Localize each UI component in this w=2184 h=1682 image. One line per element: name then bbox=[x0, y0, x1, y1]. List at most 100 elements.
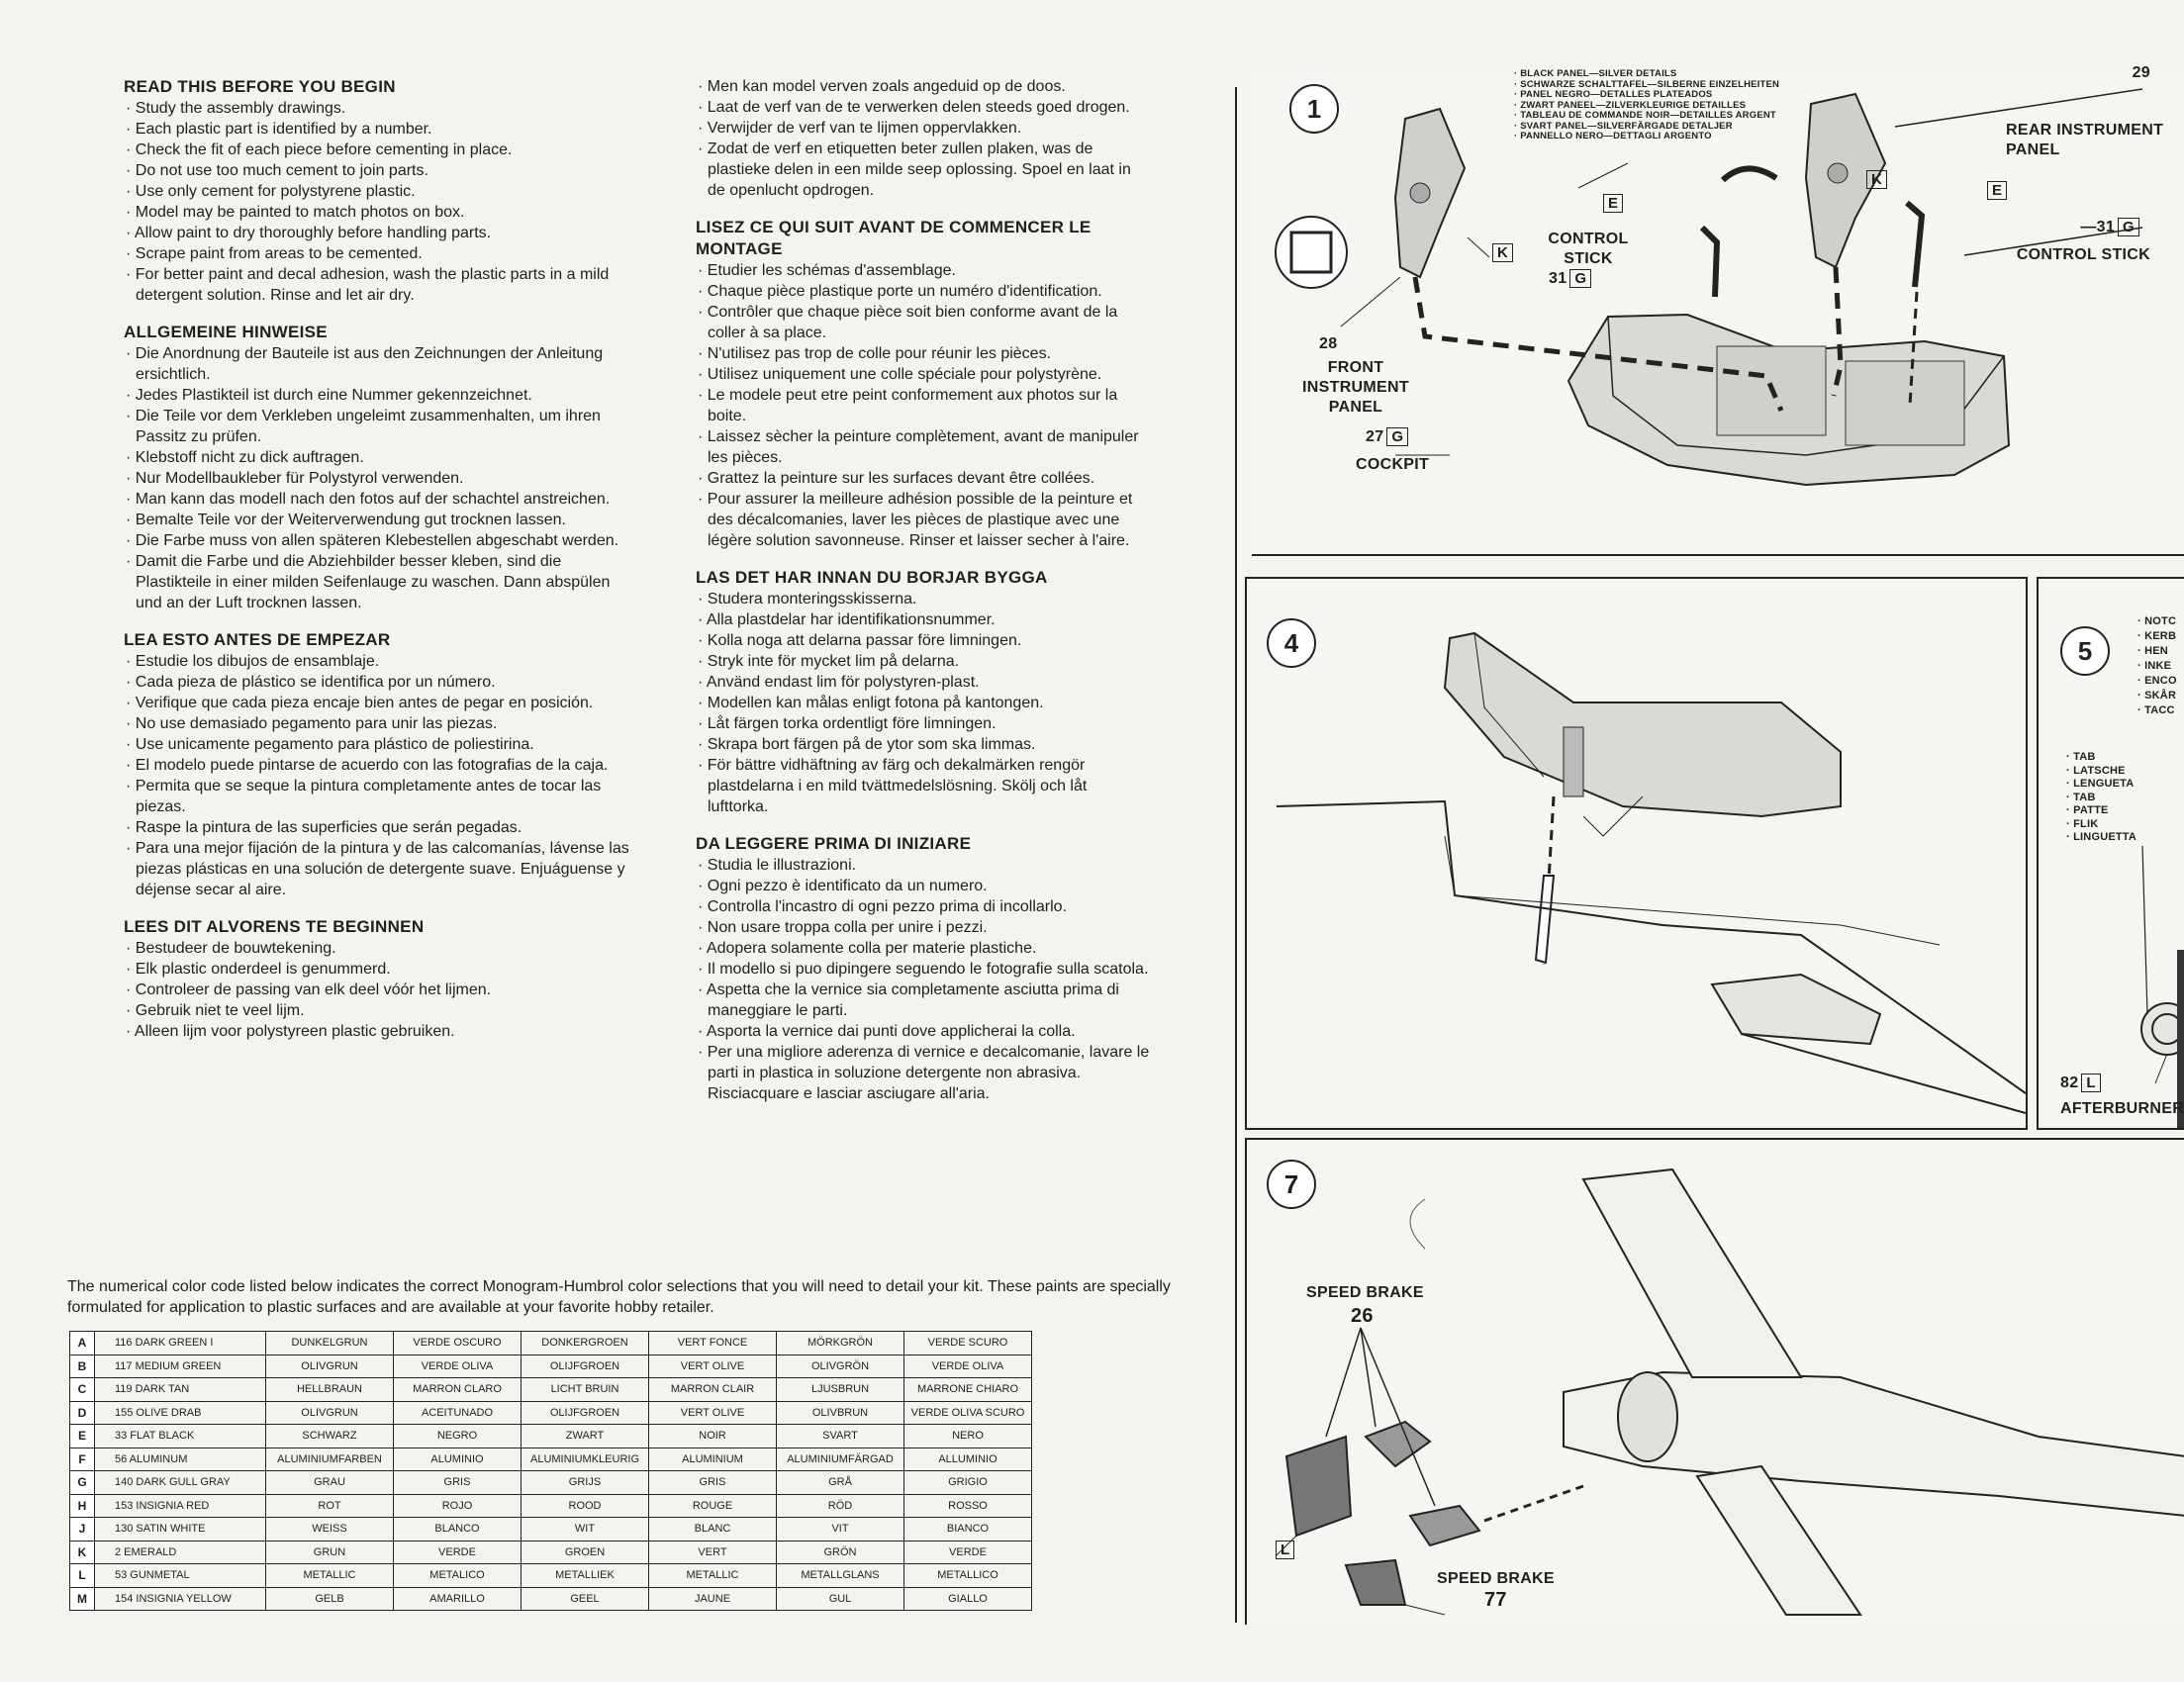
bullet-icon: · bbox=[126, 512, 136, 528]
instruction-text: Check the fit of each piece before cemen… bbox=[135, 141, 513, 158]
instruction-text: Använd endast lim för polystyren-plast. bbox=[706, 674, 980, 691]
bullet-icon: · bbox=[698, 632, 708, 649]
instruction-item: · Aspetta che la vernice sia completamen… bbox=[696, 980, 1151, 1021]
instruction-item: · Cada pieza de plástico se identifica p… bbox=[124, 672, 638, 693]
bullet-icon: · bbox=[698, 428, 708, 445]
table-cell: ALUMINIUMFARBEN bbox=[265, 1447, 394, 1471]
table-cell: ZWART bbox=[521, 1424, 649, 1448]
bullet-icon: · bbox=[698, 715, 708, 732]
table-cell: 53 GUNMETAL bbox=[94, 1563, 266, 1588]
instruction-text: Kolla noga att delarna passar före limni… bbox=[707, 632, 1022, 649]
color-box-E: E bbox=[1987, 181, 2008, 200]
bullet-icon: · bbox=[126, 100, 136, 117]
color-letter: M bbox=[69, 1586, 95, 1611]
instruction-text: Per una migliore aderenza di vernice e d… bbox=[707, 1044, 1150, 1102]
instruction-text: Scrape paint from areas to be cemented. bbox=[135, 245, 423, 262]
bullet-icon: · bbox=[698, 611, 707, 628]
note-line: · BLACK PANEL—SILVER DETAILS bbox=[1514, 68, 1677, 79]
instruction-item: · Alleen lijm voor polystyreen plastic g… bbox=[124, 1021, 638, 1042]
section-title: LAS DET HAR INNAN DU BORJAR BYGGA bbox=[696, 568, 1048, 587]
bullet-icon: · bbox=[126, 449, 136, 466]
afterburner-label: AFTERBURNER bbox=[2060, 1100, 2184, 1117]
instruction-text: Model may be painted to match photos on … bbox=[135, 204, 465, 221]
instruction-text: Le modele peut etre peint conformement a… bbox=[707, 387, 1118, 424]
instruction-item: · Chaque pièce plastique porte un numéro… bbox=[696, 281, 1151, 302]
note-line: · TAB bbox=[2066, 751, 2096, 763]
instruction-text: Aspetta che la vernice sia completamente… bbox=[706, 981, 1119, 1019]
instruction-item: · Per una migliore aderenza di vernice e… bbox=[696, 1042, 1151, 1104]
front-panel-number: 28 bbox=[1319, 335, 1338, 352]
instruction-text: For better paint and decal adhesion, was… bbox=[135, 266, 610, 304]
instruction-text: Jedes Plastikteil ist durch eine Nummer … bbox=[135, 387, 532, 404]
instruction-text: Use only cement for polystyrene plastic. bbox=[135, 183, 416, 200]
table-cell: GRIJS bbox=[521, 1470, 649, 1495]
bullet-icon: · bbox=[698, 981, 707, 998]
instruction-item: · Die Anordnung der Bauteile ist aus den… bbox=[124, 343, 638, 385]
instruction-item: · För bättre vidhäftning av färg och dek… bbox=[696, 755, 1151, 817]
bullet-icon: · bbox=[126, 183, 136, 200]
part-color-E2: E bbox=[1984, 181, 2008, 201]
instruction-item: · Die Teile vor dem Verkleben ungeleimt … bbox=[124, 406, 638, 447]
table-cell: HELLBRAUN bbox=[265, 1377, 394, 1402]
instruction-item: · Utilisez uniquement une colle spéciale… bbox=[696, 364, 1151, 385]
instruction-text: Adopera solamente colla per materie plas… bbox=[706, 940, 1037, 957]
table-cell: 130 SATIN WHITE bbox=[94, 1517, 266, 1542]
instruction-item: · Alla plastdelar har identifikationsnum… bbox=[696, 609, 1151, 630]
table-cell: VERDE OLIVA bbox=[903, 1354, 1032, 1378]
bullet-icon: · bbox=[126, 653, 136, 670]
instruction-text: Chaque pièce plastique porte un numéro d… bbox=[707, 283, 1102, 300]
bullet-icon: · bbox=[698, 757, 708, 774]
cockpit-label: COCKPIT bbox=[1356, 456, 1430, 473]
color-letter: D bbox=[69, 1400, 95, 1425]
note-line: · FLIK bbox=[2066, 817, 2099, 830]
table-cell: VERDE bbox=[393, 1540, 522, 1564]
part-color-E1: E bbox=[1600, 194, 1624, 214]
instruction-text: Permita que se seque la pintura completa… bbox=[135, 778, 602, 815]
speed-brake-label: SPEED BRAKE bbox=[1306, 1284, 1424, 1301]
table-cell: 153 INSIGNIA RED bbox=[94, 1493, 266, 1518]
table-cell: METALLICO bbox=[903, 1563, 1032, 1588]
instruction-item: · Modellen kan målas enligt fotona på ka… bbox=[696, 693, 1151, 713]
color-code-note: The numerical color code listed below in… bbox=[67, 1278, 1171, 1316]
bullet-icon: · bbox=[126, 715, 136, 732]
section-title: ALLGEMEINE HINWEISE bbox=[124, 323, 328, 341]
instruction-item: · Etudier les schémas d'assemblage. bbox=[696, 260, 1151, 281]
table-cell: ALLUMINIO bbox=[903, 1447, 1032, 1471]
note-line: · LATSCHE bbox=[2066, 764, 2126, 777]
bullet-icon: · bbox=[698, 78, 708, 95]
color-box-K: K bbox=[1866, 170, 1888, 189]
note-line: · PATTE bbox=[2066, 804, 2109, 816]
instructions-column-middle: · Men kan model verven zoals angeduid op… bbox=[696, 76, 1151, 1104]
step1-panel: 1 · BLACK PANEL—SILVER DETAILS· SCHWARZE… bbox=[1252, 64, 2184, 556]
instruction-item: · Para una mejor fijación de la pintura … bbox=[124, 838, 638, 900]
bullet-icon: · bbox=[698, 961, 708, 978]
table-cell: GRAU bbox=[265, 1470, 394, 1495]
speed-brake-number: 26 bbox=[1351, 1305, 1374, 1327]
table-cell: JAUNE bbox=[648, 1586, 777, 1611]
part-color-K1: K bbox=[1489, 243, 1514, 263]
note-line: · HEN bbox=[2137, 645, 2168, 657]
step5-drawing bbox=[2140, 845, 2184, 1128]
note-line: · INKE bbox=[2137, 660, 2172, 672]
instruction-item: · Pour assurer la meilleure adhésion pos… bbox=[696, 489, 1151, 551]
instruction-item: · Stryk inte för mycket lim på delarna. bbox=[696, 651, 1151, 672]
table-cell: DONKERGROEN bbox=[521, 1331, 649, 1355]
instruction-item: · Kolla noga att delarna passar före lim… bbox=[696, 630, 1151, 651]
instruction-item: · Låt färgen torka ordentligt före limni… bbox=[696, 713, 1151, 734]
color-letter: B bbox=[69, 1354, 95, 1378]
table-cell: ALUMINIUMFÄRGAD bbox=[776, 1447, 904, 1471]
instruction-item: · Le modele peut etre peint conformement… bbox=[696, 385, 1151, 426]
table-cell: 116 DARK GREEN I bbox=[94, 1331, 266, 1355]
part-color-K2: K bbox=[1863, 170, 1888, 190]
bullet-icon: · bbox=[698, 736, 708, 753]
table-cell: BLANCO bbox=[393, 1517, 522, 1542]
step7-panel: 7 SPEED BRAKE 26 L SPEED BRAKE 77 bbox=[1245, 1138, 2184, 1625]
table-cell: GUL bbox=[776, 1586, 904, 1611]
table-cell: ALUMINIUM bbox=[648, 1447, 777, 1471]
table-cell: VERDE OSCURO bbox=[393, 1331, 522, 1355]
color-letter: G bbox=[69, 1470, 95, 1495]
instruction-item: · Verifique que cada pieza encaje bien a… bbox=[124, 693, 638, 713]
